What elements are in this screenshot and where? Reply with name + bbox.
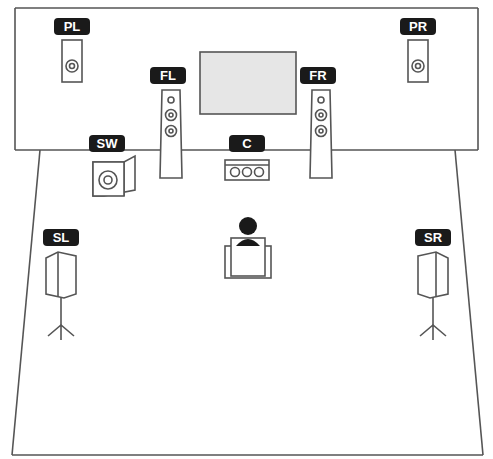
room-walls bbox=[12, 8, 483, 455]
speaker-label: PL bbox=[54, 18, 90, 35]
speaker-label: FL bbox=[150, 67, 186, 84]
speaker-label: FR bbox=[300, 67, 336, 84]
tv-screen bbox=[200, 52, 296, 114]
label-text: C bbox=[242, 136, 251, 151]
speaker-label: SW bbox=[89, 135, 125, 152]
speakers bbox=[46, 40, 448, 340]
label-text: PL bbox=[64, 19, 81, 34]
label-text: SL bbox=[53, 230, 70, 245]
speaker-label: C bbox=[229, 135, 265, 152]
label-text: SR bbox=[424, 230, 442, 245]
listener bbox=[225, 217, 271, 278]
label-text: SW bbox=[97, 136, 118, 151]
label-text: FR bbox=[309, 68, 326, 83]
speaker-label: SL bbox=[43, 229, 79, 246]
label-text: PR bbox=[409, 19, 427, 34]
speaker-label: PR bbox=[400, 18, 436, 35]
label-text: FL bbox=[160, 68, 176, 83]
speaker-label: SR bbox=[415, 229, 451, 246]
